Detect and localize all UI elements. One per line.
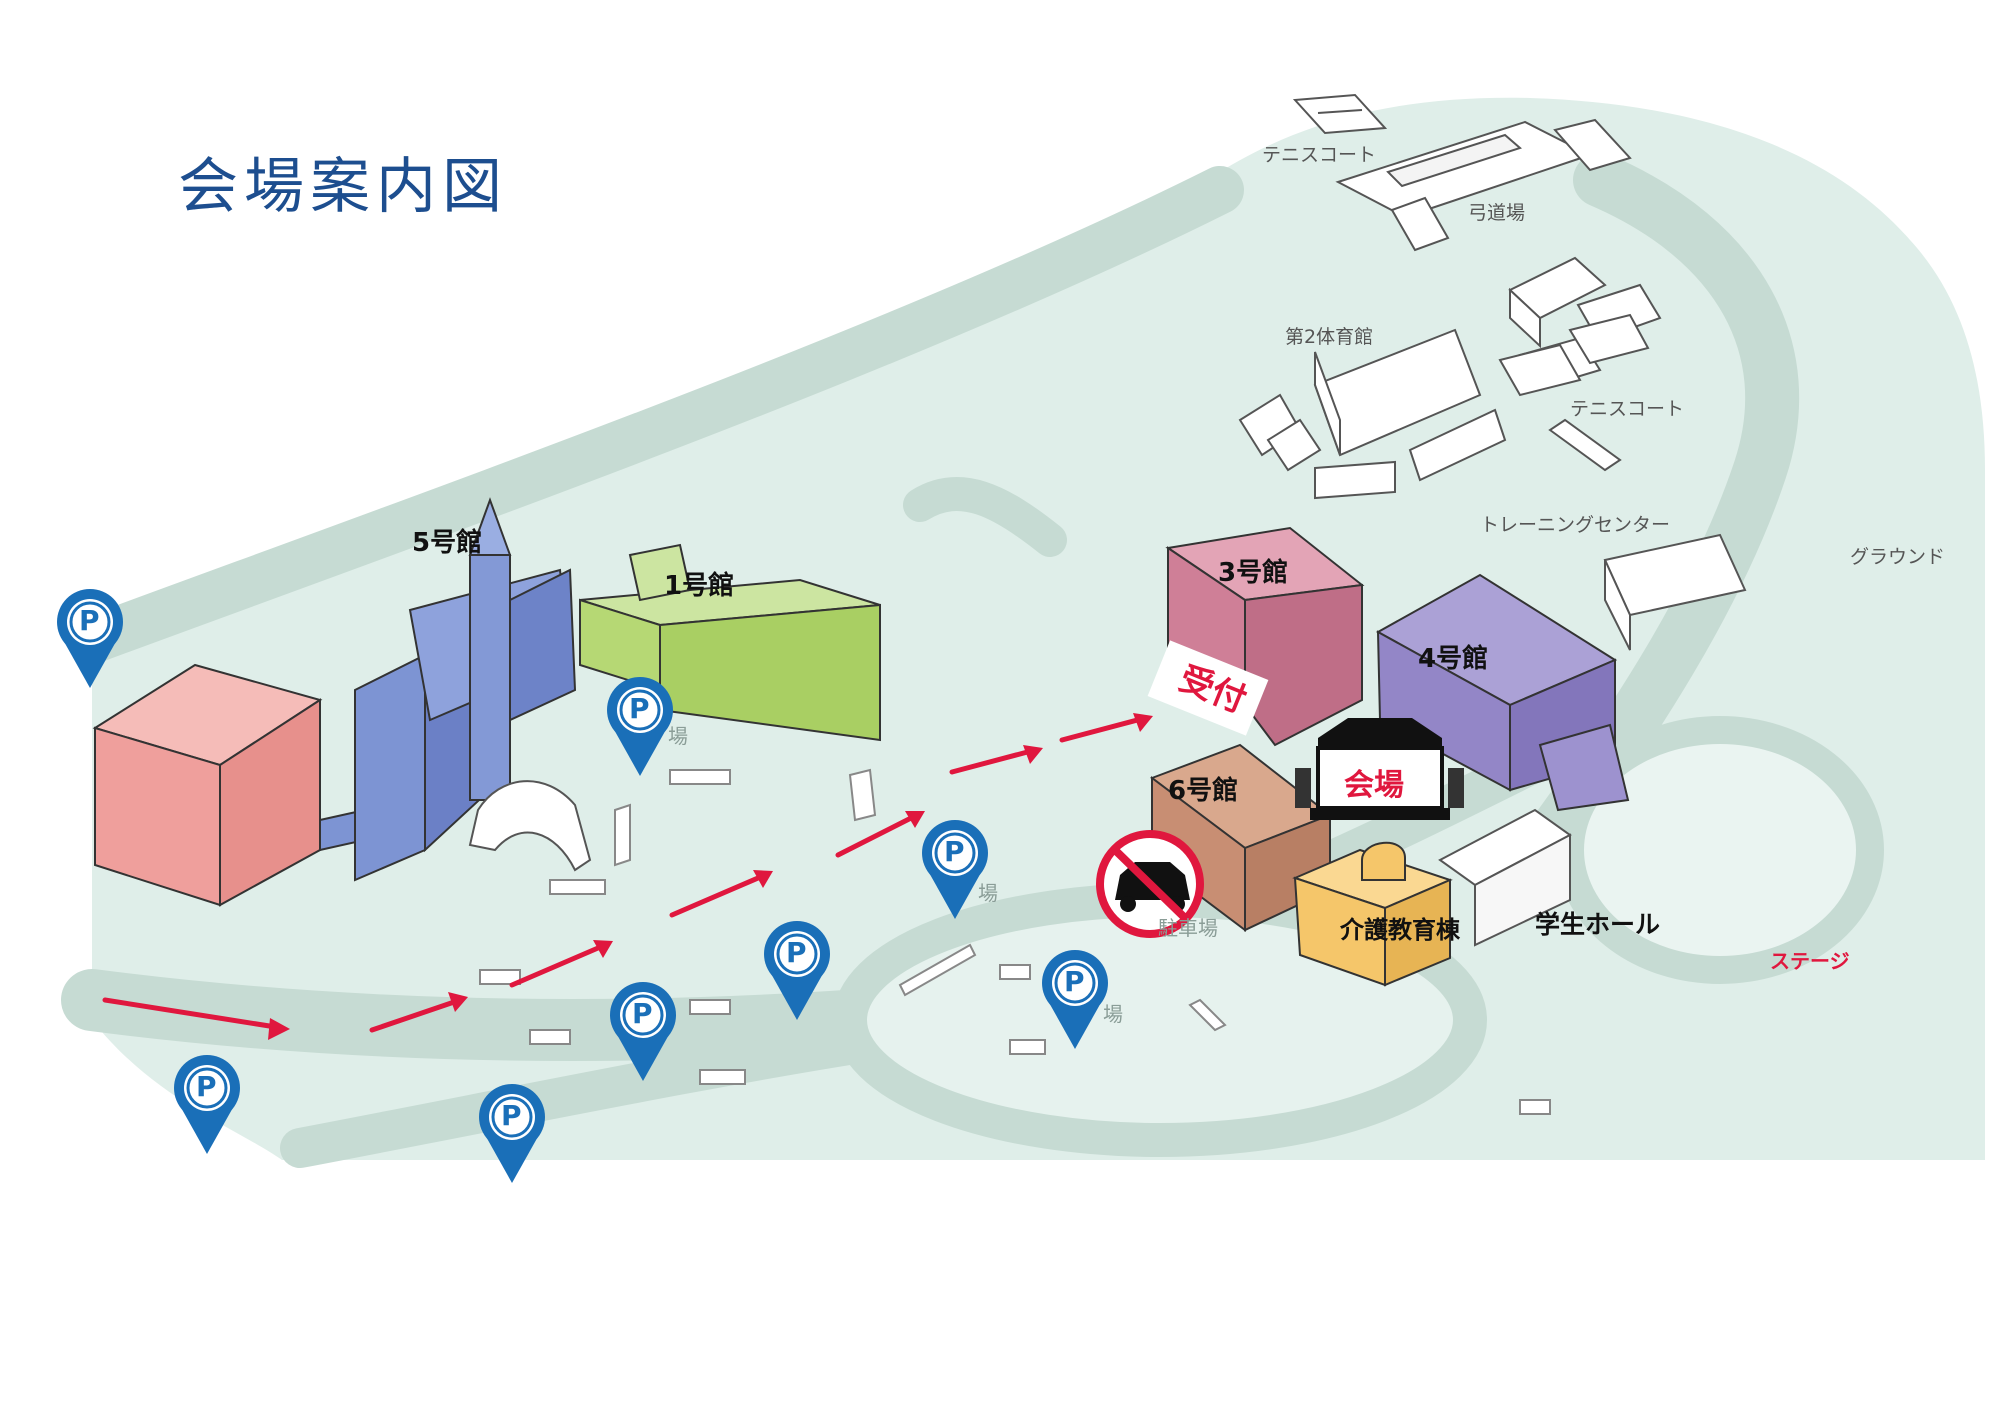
route-arrow-icon — [509, 942, 608, 988]
kaigo-building — [1292, 841, 1453, 987]
student-hall-building — [1438, 808, 1572, 947]
route-arrow-icon — [669, 872, 768, 918]
parking-pin-icon — [57, 589, 123, 688]
tennis-court-right — [1498, 313, 1650, 397]
page-title: 会場案内図 — [178, 152, 508, 222]
parking-pin-letter: P — [786, 936, 807, 969]
tennis-court-top-label: テニスコート — [1262, 144, 1377, 166]
training-center-building — [1603, 533, 1747, 651]
route-arrow-icon — [102, 997, 285, 1031]
parking-pin-icon — [479, 1084, 545, 1183]
parking-pin-icon — [174, 1055, 240, 1154]
building-1-label: 1号館 — [664, 571, 735, 601]
no-car-icon — [1096, 830, 1204, 938]
parking-lot-marks — [479, 768, 1551, 1115]
parking-pin-letter: P — [944, 835, 965, 868]
parking-area-label: 場 — [668, 724, 688, 748]
venue-stage — [1295, 718, 1464, 820]
parking-pin-letter: P — [1064, 965, 1085, 998]
stage-label: ステージ — [1770, 949, 1850, 973]
parking-pin-icon — [922, 820, 988, 919]
ground-label: グラウンド — [1850, 546, 1946, 568]
parking-pin-letter: P — [79, 604, 100, 637]
parking-pin-icon — [610, 982, 676, 1081]
parking-area-label: 駐車場 — [1158, 916, 1218, 940]
tennis-court-top — [1292, 93, 1388, 135]
kaigo-building-label: 介護教育棟 — [1340, 916, 1460, 944]
parking-pin-letter: P — [501, 1099, 522, 1132]
route-arrow-icon — [949, 747, 1038, 775]
training-center-label: トレーニングセンター — [1480, 514, 1671, 536]
parking-pins — [57, 589, 1108, 1183]
parking-pin-icon — [764, 921, 830, 1020]
building-1 — [579, 543, 881, 742]
building-4 — [1375, 573, 1630, 812]
parking-area-label: 場 — [1103, 1002, 1123, 1026]
building-3-label: 3号館 — [1218, 558, 1289, 588]
building-6-label: 6号館 — [1168, 776, 1239, 806]
route-arrow-icon — [1059, 715, 1148, 743]
parking-pin-icon — [607, 677, 673, 776]
kyudo-building — [1335, 118, 1632, 252]
student-hall-label: 学生ホール — [1535, 910, 1661, 939]
route-arrowheads — [268, 713, 1153, 1040]
pink-building — [92, 663, 323, 907]
route-arrow-icon — [369, 997, 463, 1033]
building-4-label: 4号館 — [1418, 644, 1489, 674]
tennis-court-right-label: テニスコート — [1570, 398, 1685, 420]
building-5-label: 5号館 — [412, 528, 483, 558]
venue-label: 会場 — [1344, 768, 1404, 803]
arch-structure — [468, 780, 592, 872]
building-5 — [354, 497, 577, 882]
parking-area-label: 場 — [978, 881, 998, 905]
parking-pin-icon — [1042, 950, 1108, 1049]
reception-sign-bg — [1147, 640, 1269, 736]
building-3 — [1165, 526, 1365, 747]
route-arrows — [102, 715, 1148, 1033]
gym-2-label: 第2体育館 — [1285, 326, 1374, 348]
parking-pin-letter: P — [629, 692, 650, 725]
kyudo-label: 弓道場 — [1468, 202, 1526, 224]
gym-2-building — [1238, 328, 1507, 500]
parking-pin-letter: P — [196, 1070, 217, 1103]
parking-pin-letter: P — [632, 997, 653, 1030]
route-arrow-icon — [835, 812, 920, 858]
